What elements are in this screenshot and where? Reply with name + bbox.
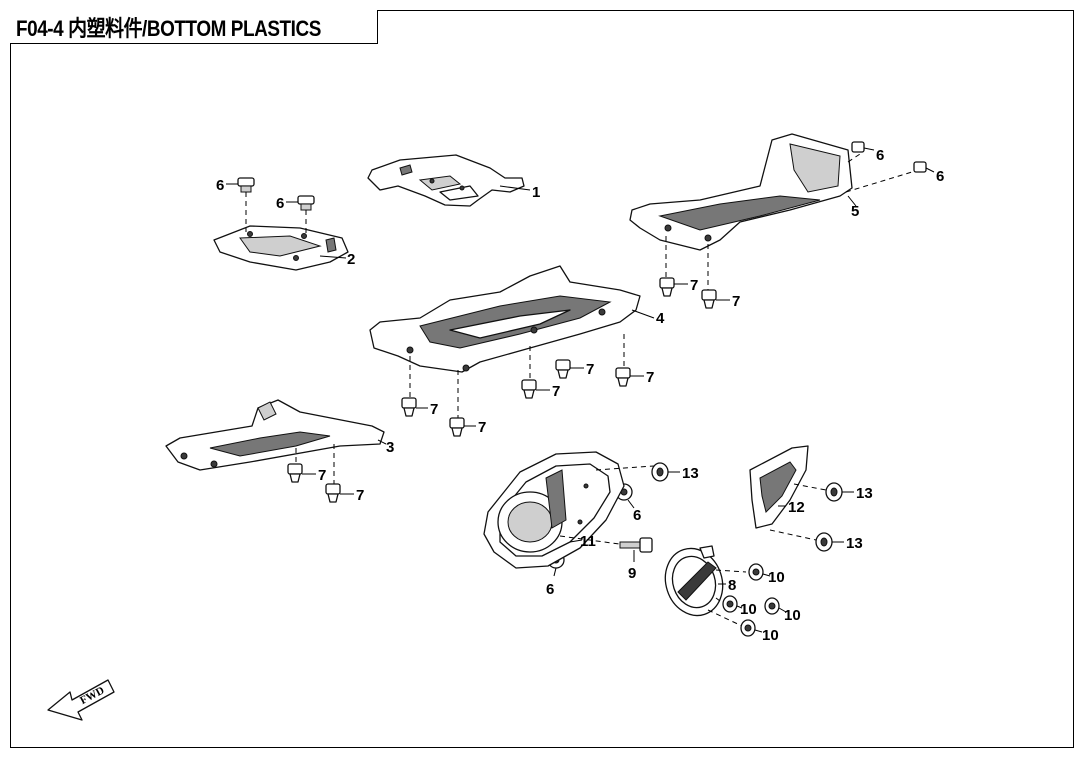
callout-6f: 6 [546,581,554,598]
callout-7c: 7 [586,361,594,378]
spacer-13c [815,532,844,552]
bolt-group-10 [722,563,787,637]
spacer-13a [651,462,680,482]
bolt-6b [286,195,315,236]
callout-10b: 10 [740,601,757,618]
diagram-title: F04-4 内塑料件/BOTTOM PLASTICS [16,15,321,41]
bolt-7e [521,379,550,399]
callout-13b: 13 [856,485,873,502]
part-9-long-bolt [619,537,653,562]
callout-11: 11 [580,533,596,550]
callout-7d: 7 [646,369,654,386]
bolt-7b [701,289,730,309]
bolt-group-7 [287,277,730,503]
callout-7i: 7 [356,487,364,504]
callout-7b: 7 [732,293,740,310]
bolt-10b [722,595,743,613]
callout-9: 9 [628,565,636,582]
callout-4: 4 [656,310,665,327]
forward-direction-arrow: FWD [47,679,115,721]
bolt-7i [325,483,354,503]
callout-labels: 1 2 3 4 5 6 6 6 6 6 6 7 7 7 7 7 7 7 7 7 … [216,147,944,644]
diagram-frame [10,10,1074,748]
bolt-7a [659,277,688,297]
part-8-clutch-cover [664,545,747,627]
spacer-group-13 [651,462,854,552]
callout-6a: 6 [216,177,224,194]
bolt-6d [913,161,935,173]
callout-10a: 10 [768,569,785,586]
part-4-main-skid-plate [369,265,655,418]
bolt-10c [764,597,787,615]
part-1-top-cover [367,154,531,207]
callout-8: 8 [728,577,736,594]
part-12-side-cover [749,445,827,541]
callout-7g: 7 [478,419,486,436]
bolt-7c [555,359,584,379]
bolt-7d [615,367,644,387]
callout-6b: 6 [276,195,284,212]
callout-6d: 6 [936,168,944,185]
callout-6c: 6 [876,147,884,164]
callout-5: 5 [851,203,859,220]
spacer-13b [825,482,854,502]
callout-3: 3 [386,439,394,456]
part-5-rear-skid-plate [629,133,913,290]
part-2-bracket-plate [213,225,349,271]
callout-10d: 10 [762,627,779,644]
bolt-10a [748,563,771,581]
bolt-10d [740,619,763,637]
callout-13a: 13 [682,465,699,482]
bolt-7h [287,463,316,483]
diagram-title-box: F04-4 内塑料件/BOTTOM PLASTICS [10,10,378,44]
callout-7h: 7 [318,467,326,484]
callout-1: 1 [532,184,540,201]
bolt-7g [449,417,476,437]
callout-7f: 7 [430,401,438,418]
part-11-cvt-outer-cover [483,451,655,569]
callout-12: 12 [788,499,805,516]
part-3-front-skid-plate [165,399,387,484]
callout-13c: 13 [846,535,863,552]
callout-2: 2 [347,251,355,268]
bolt-7f [401,397,428,417]
callout-7e: 7 [552,383,560,400]
callout-10c: 10 [784,607,801,624]
callout-6e: 6 [633,507,641,524]
callout-7a: 7 [690,277,698,294]
bolt-6a [226,177,255,232]
bolt-6c [851,141,875,153]
